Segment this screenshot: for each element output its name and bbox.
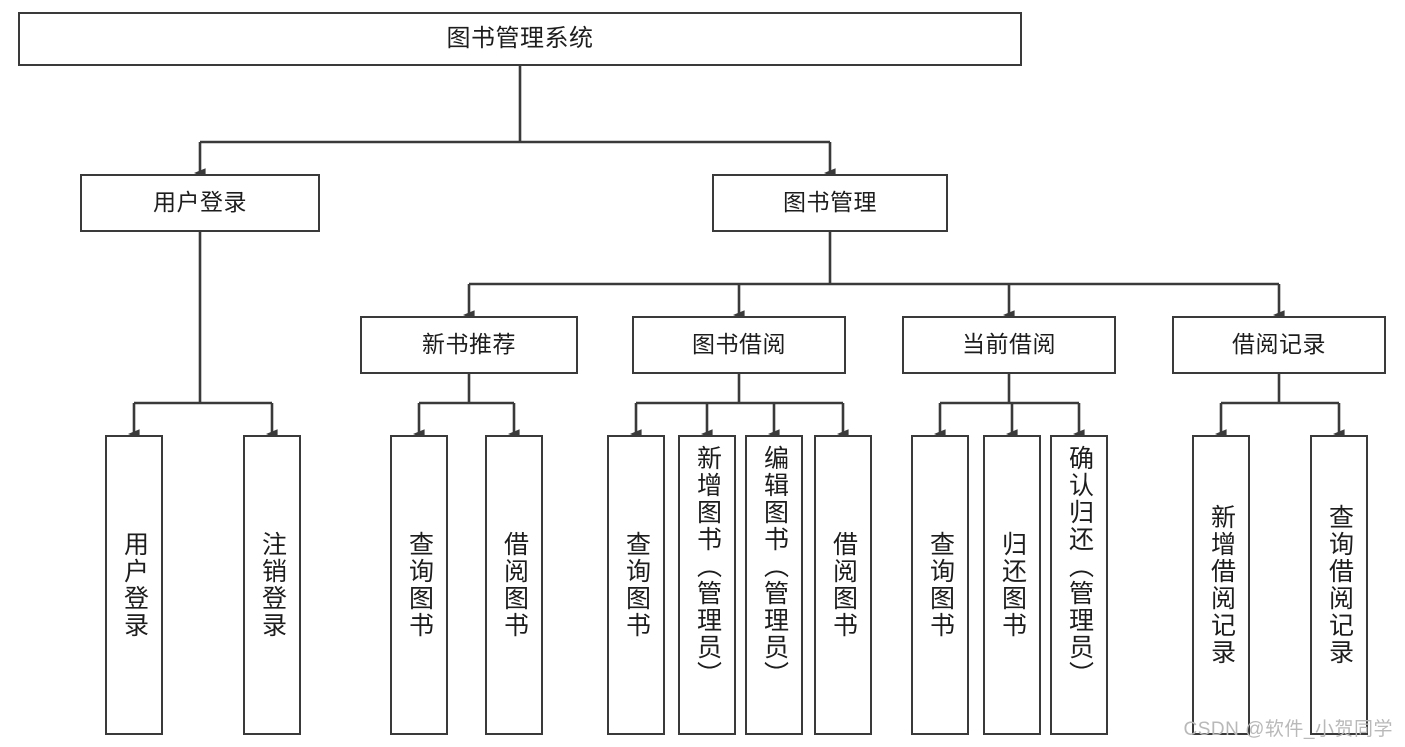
node-borrow-record-label: 借阅记录 xyxy=(1232,331,1326,358)
node-leaf-add-book-admin-label: 新增图书（管理员） xyxy=(693,445,722,688)
node-leaf-return-book[interactable]: 归还图书 xyxy=(983,435,1041,735)
node-leaf-logout[interactable]: 注销登录 xyxy=(243,435,301,735)
node-leaf-borrow-book-1-label: 借阅图书 xyxy=(500,531,529,639)
node-leaf-confirm-return-admin-label: 确认归还（管理员） xyxy=(1065,445,1094,688)
node-leaf-query-book-1-label: 查询图书 xyxy=(405,531,434,639)
node-leaf-user-login[interactable]: 用户登录 xyxy=(105,435,163,735)
node-leaf-add-borrow-record[interactable]: 新增借阅记录 xyxy=(1192,435,1250,735)
node-leaf-query-book-2-label: 查询图书 xyxy=(622,531,651,639)
node-leaf-user-login-label: 用户登录 xyxy=(120,531,149,639)
node-leaf-query-book-2[interactable]: 查询图书 xyxy=(607,435,665,735)
node-leaf-return-book-label: 归还图书 xyxy=(998,531,1027,639)
node-current-borrow-label: 当前借阅 xyxy=(962,331,1056,358)
node-leaf-edit-book-admin[interactable]: 编辑图书（管理员） xyxy=(745,435,803,735)
node-book-manage[interactable]: 图书管理 xyxy=(712,174,948,232)
node-user-login-label: 用户登录 xyxy=(153,189,247,216)
node-leaf-query-book-3-label: 查询图书 xyxy=(926,531,955,639)
node-leaf-confirm-return-admin[interactable]: 确认归还（管理员） xyxy=(1050,435,1108,735)
node-book-borrow-label: 图书借阅 xyxy=(692,331,786,358)
node-leaf-borrow-book-1[interactable]: 借阅图书 xyxy=(485,435,543,735)
node-book-borrow[interactable]: 图书借阅 xyxy=(632,316,846,374)
node-leaf-query-borrow-record-label: 查询借阅记录 xyxy=(1325,504,1354,666)
node-borrow-record[interactable]: 借阅记录 xyxy=(1172,316,1386,374)
node-leaf-add-borrow-record-label: 新增借阅记录 xyxy=(1207,504,1236,666)
node-leaf-query-book-3[interactable]: 查询图书 xyxy=(911,435,969,735)
node-leaf-borrow-book-2-label: 借阅图书 xyxy=(829,531,858,639)
node-book-manage-label: 图书管理 xyxy=(783,189,877,216)
node-leaf-query-borrow-record[interactable]: 查询借阅记录 xyxy=(1310,435,1368,735)
node-leaf-add-book-admin[interactable]: 新增图书（管理员） xyxy=(678,435,736,735)
node-leaf-logout-label: 注销登录 xyxy=(258,531,287,639)
watermark: CSDN @软件_小贺同学 xyxy=(1183,719,1393,740)
node-current-borrow[interactable]: 当前借阅 xyxy=(902,316,1116,374)
node-leaf-borrow-book-2[interactable]: 借阅图书 xyxy=(814,435,872,735)
node-user-login[interactable]: 用户登录 xyxy=(80,174,320,232)
node-leaf-query-book-1[interactable]: 查询图书 xyxy=(390,435,448,735)
node-root[interactable]: 图书管理系统 xyxy=(18,12,1022,66)
node-leaf-edit-book-admin-label: 编辑图书（管理员） xyxy=(760,445,789,688)
node-new-book-recommend[interactable]: 新书推荐 xyxy=(360,316,578,374)
node-new-book-recommend-label: 新书推荐 xyxy=(422,331,516,358)
node-root-label: 图书管理系统 xyxy=(446,24,594,52)
